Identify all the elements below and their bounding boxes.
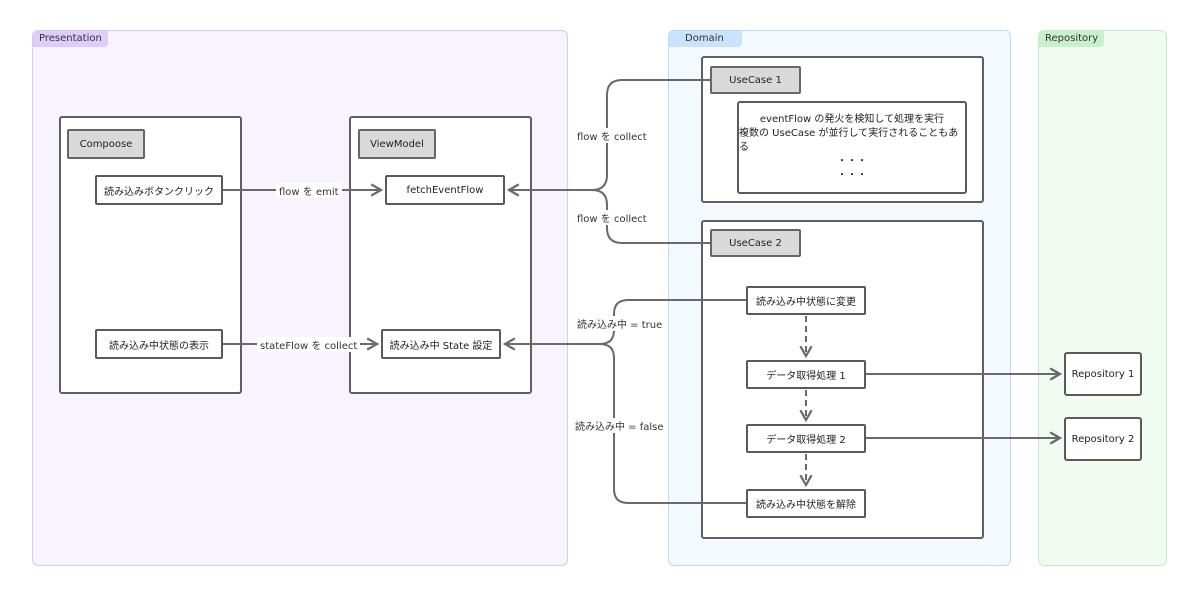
edge-loading-false: [599, 343, 746, 504]
usecase1-header: UseCase 1: [710, 66, 801, 94]
label-flow-collect-2: flow を collect: [574, 210, 650, 225]
label-stateflow-collect: stateFlow を collect: [257, 337, 361, 352]
label-flow-collect-1: flow を collect: [574, 128, 650, 143]
loading-display-node[interactable]: 読み込み中状態の表示: [95, 329, 223, 359]
label-loading-false: 読み込み中 = false: [572, 418, 667, 433]
label-loading-true: 読み込み中 = true: [574, 316, 666, 331]
edge-usecase2-collect: [591, 189, 710, 244]
load-button-click-node[interactable]: 読み込みボタンクリック: [95, 175, 223, 205]
compose-header: Compoose: [67, 129, 145, 159]
usecase1-note-line-2: 複数の UseCase が並行して実行されることもある: [739, 127, 959, 153]
repository-2-node[interactable]: Repository 2: [1064, 417, 1142, 461]
repository-layer-label: Repository: [1039, 31, 1105, 47]
viewmodel-header: ViewModel: [358, 129, 436, 159]
label-flow-emit: flow を emit: [276, 183, 342, 198]
usecase2-header: UseCase 2: [710, 229, 801, 257]
domain-layer-label: Domain: [669, 31, 742, 47]
repository-1-node[interactable]: Repository 1: [1064, 352, 1142, 396]
usecase1-note-line-3: ・・・: [837, 155, 867, 167]
data-fetch-2-step[interactable]: データ取得処理 2: [746, 424, 866, 453]
loading-state-set-node[interactable]: 読み込み中 State 設定: [381, 329, 501, 359]
clear-loading-step[interactable]: 読み込み中状態を解除: [746, 489, 866, 518]
set-loading-step[interactable]: 読み込み中状態に変更: [746, 286, 866, 315]
usecase1-note: eventFlow の発火を検知して処理を実行 複数の UseCase が並行し…: [737, 101, 967, 194]
repository-layer: Repository: [1038, 30, 1167, 566]
presentation-layer-label: Presentation: [33, 31, 108, 47]
fetch-event-flow-node[interactable]: fetchEventFlow: [385, 175, 505, 205]
usecase1-note-line-1: eventFlow の発火を検知して処理を実行: [759, 113, 945, 125]
usecase1-note-line-4: ・・・: [837, 169, 867, 181]
data-fetch-1-step[interactable]: データ取得処理 1: [746, 360, 866, 389]
